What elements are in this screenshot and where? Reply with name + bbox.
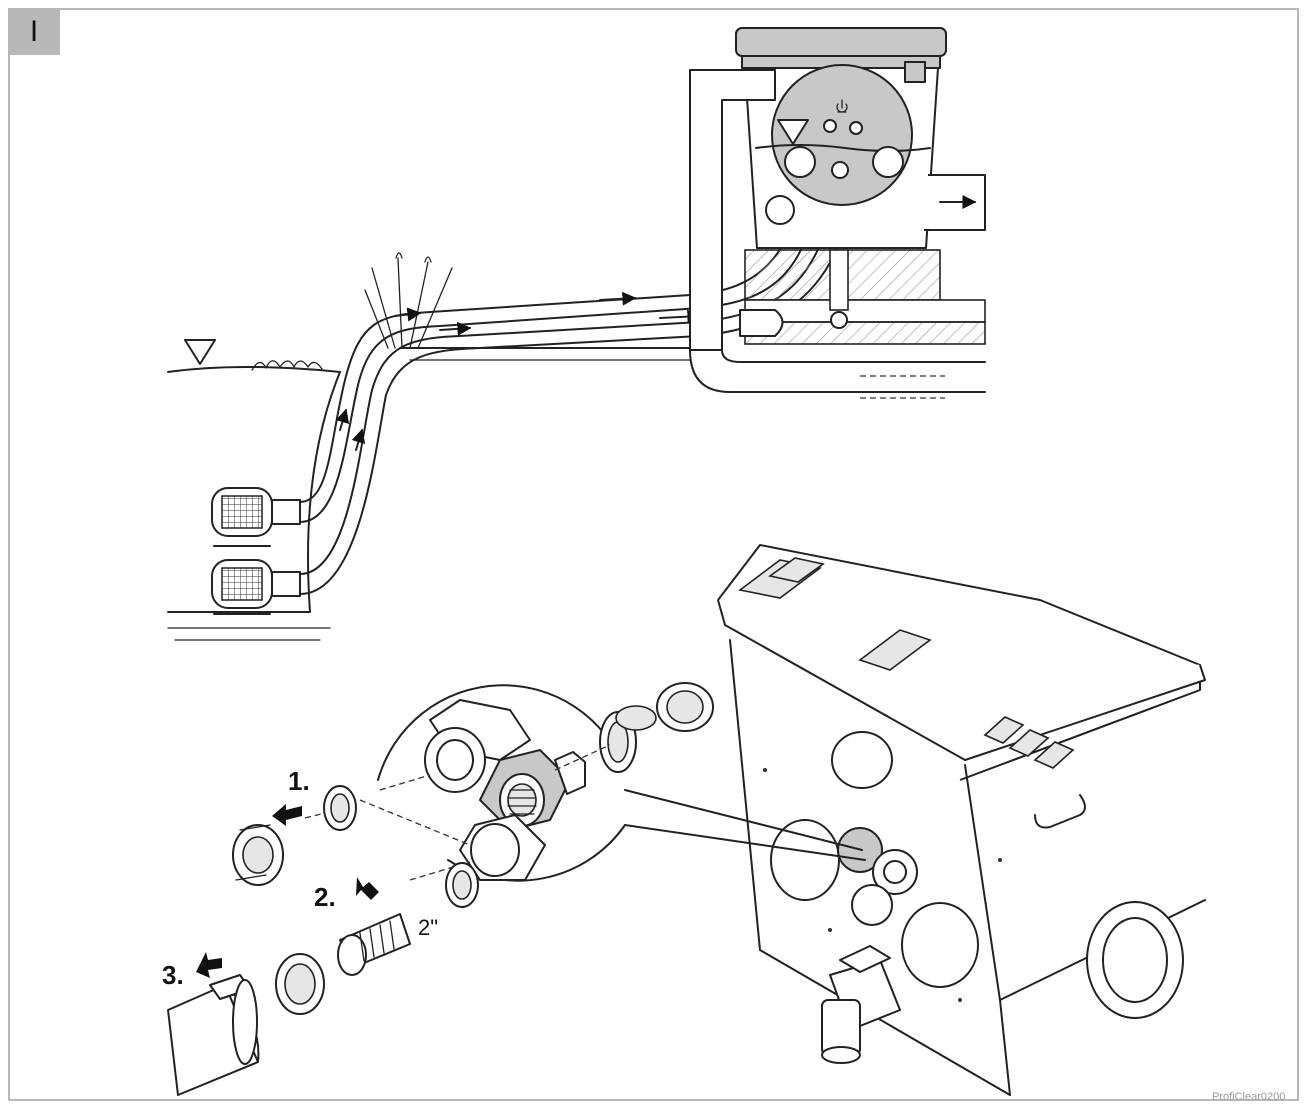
filter-housing-section — [689, 27, 986, 399]
step-1-parts — [232, 785, 357, 886]
step-3-parts — [167, 952, 325, 1096]
pond-scene — [167, 252, 691, 641]
panel-label: I — [8, 8, 60, 55]
direction-arrow-icon — [196, 952, 222, 978]
step-2-label: 2. — [314, 882, 336, 912]
pipe-size-label: 2" — [418, 915, 438, 940]
image-code: ProfiClear0200 — [1212, 1091, 1285, 1103]
pond-plant — [251, 360, 323, 371]
zoom-leader-lines — [624, 789, 866, 861]
direction-arrow-icon — [272, 804, 302, 826]
pump-upper — [211, 487, 301, 547]
water-level-triangle-icon — [777, 119, 809, 145]
reed-plant — [364, 252, 453, 349]
sun-uv-icon — [836, 99, 848, 113]
step-1-label: 1. — [288, 766, 310, 796]
step-3-label: 3. — [162, 960, 184, 990]
step-2-parts — [337, 862, 479, 976]
filter-box — [717, 544, 1206, 1096]
figure-frame — [8, 8, 1299, 1101]
water-level-triangle-icon — [184, 339, 216, 365]
pump-lower — [211, 559, 301, 615]
direction-arrow-icon — [356, 877, 379, 900]
detail-magnifier — [304, 682, 714, 882]
